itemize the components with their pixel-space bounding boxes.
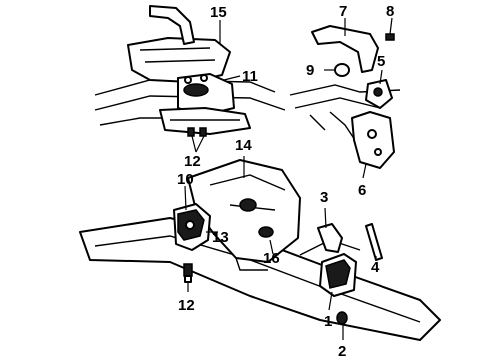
callout-6: 6 bbox=[358, 182, 366, 199]
callout-12-upper: 12 bbox=[184, 153, 201, 170]
callout-4: 4 bbox=[371, 259, 380, 276]
right-lower-mount-assembly bbox=[317, 223, 383, 325]
callout-5: 5 bbox=[377, 53, 385, 70]
callout-9: 9 bbox=[306, 62, 314, 79]
callout-labels: 1 2 3 4 5 6 7 8 9 10 11 12 12 13 14 15 1… bbox=[177, 3, 394, 360]
left-mount-assembly bbox=[173, 203, 211, 283]
leader-lines bbox=[184, 17, 393, 340]
upper-right-mount-assembly bbox=[289, 25, 401, 169]
callout-1: 1 bbox=[324, 313, 332, 330]
callout-14: 14 bbox=[235, 137, 252, 154]
upper-left-engine-assembly bbox=[94, 5, 286, 137]
callout-3: 3 bbox=[320, 189, 328, 206]
callout-16: 16 bbox=[263, 250, 280, 267]
callout-15: 15 bbox=[210, 4, 227, 21]
callout-11: 11 bbox=[242, 68, 258, 85]
callout-13: 13 bbox=[212, 229, 229, 246]
lower-transmission-assembly bbox=[79, 159, 441, 341]
callout-2: 2 bbox=[338, 343, 346, 360]
callout-10: 10 bbox=[177, 171, 194, 188]
callout-8: 8 bbox=[386, 3, 394, 20]
callout-7: 7 bbox=[339, 3, 347, 20]
callout-12-lower: 12 bbox=[178, 297, 195, 314]
